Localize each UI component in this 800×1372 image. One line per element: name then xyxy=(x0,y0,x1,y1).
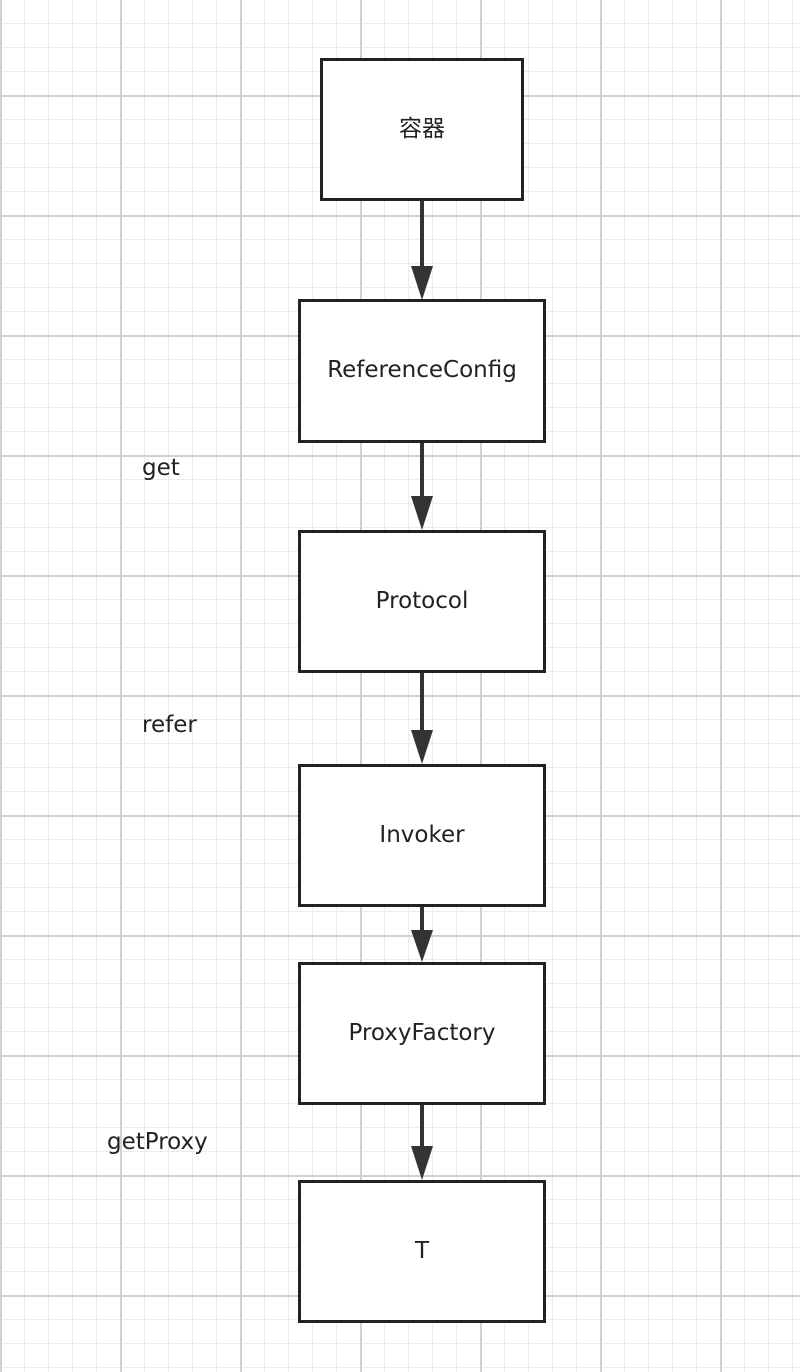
arrowhead-invoker-to-proxy-factory xyxy=(411,930,433,962)
arrowhead-protocol-to-invoker xyxy=(411,730,433,764)
node-container-label: 容器 xyxy=(399,115,445,142)
node-container: 容器 xyxy=(320,58,524,201)
edge-label-get: get xyxy=(142,455,180,481)
edge-label-refer: refer xyxy=(142,712,197,738)
arrowhead-proxy-factory-to-t xyxy=(411,1146,433,1180)
node-t-label: T xyxy=(414,1237,430,1264)
edge-label-getproxy: getProxy xyxy=(107,1129,208,1155)
arrowhead-container-to-reference-config xyxy=(411,266,433,300)
node-proxy-factory-label: ProxyFactory xyxy=(348,1019,496,1046)
node-t: T xyxy=(298,1180,546,1323)
node-protocol-label: Protocol xyxy=(375,587,469,614)
arrowhead-reference-config-to-protocol xyxy=(411,496,433,530)
node-invoker: Invoker xyxy=(298,764,546,907)
node-invoker-label: Invoker xyxy=(379,821,465,848)
node-reference-config: ReferenceConfig xyxy=(298,299,546,443)
node-reference-config-label: ReferenceConfig xyxy=(327,357,517,384)
node-protocol: Protocol xyxy=(298,530,546,673)
node-proxy-factory: ProxyFactory xyxy=(298,962,546,1105)
